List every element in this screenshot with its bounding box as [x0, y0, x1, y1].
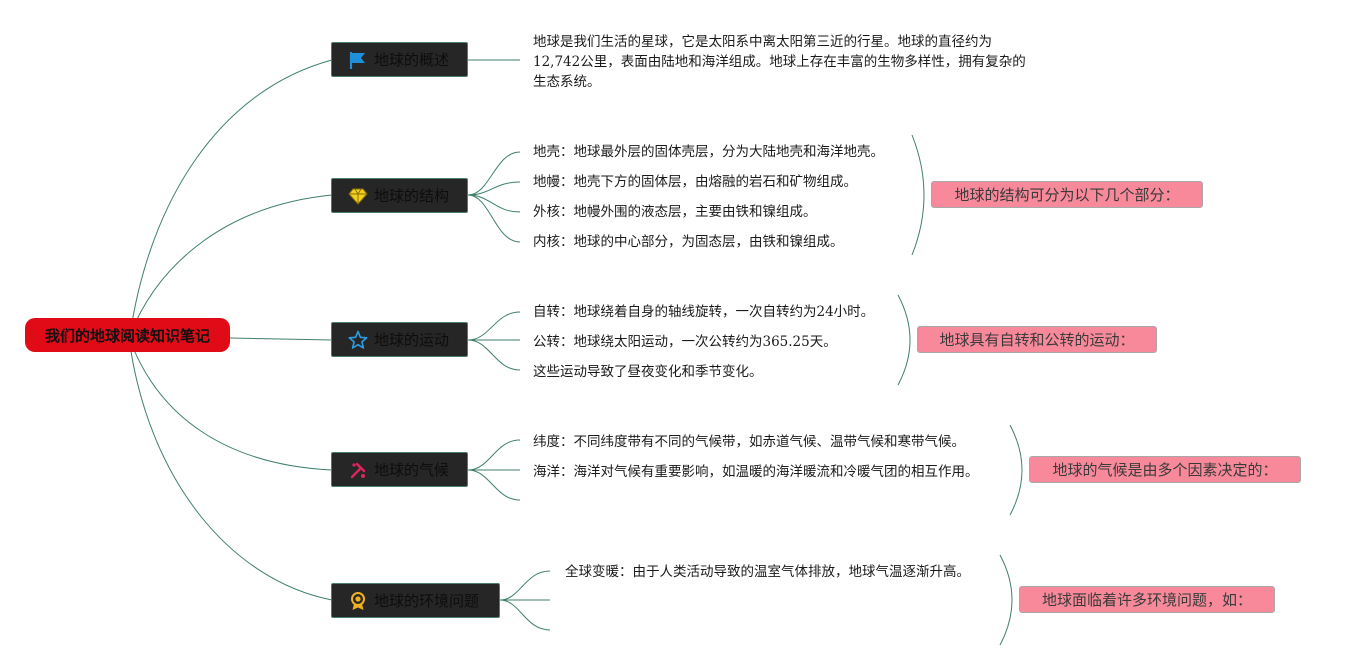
bracket-motion — [897, 294, 911, 386]
topic-motion[interactable]: 地球的运动 — [331, 322, 468, 357]
topic-structure[interactable]: 地球的结构 — [331, 178, 468, 213]
bracket-environment — [999, 554, 1013, 646]
environment-summary-note[interactable]: 地球面临着许多环境问题，如： — [1019, 586, 1275, 613]
motion-item-effects[interactable]: 这些运动导致了昼夜变化和季节变化。 — [533, 364, 763, 380]
link-climate-1 — [467, 439, 521, 471]
motion-item-rotation[interactable]: 自转：地球绕着自身的轴线旋转，一次自转约为24小时。 — [533, 304, 875, 320]
link-structure-3 — [467, 194, 521, 213]
award-icon — [348, 591, 368, 611]
link-root-structure — [129, 194, 333, 336]
link-climate-3 — [467, 469, 521, 501]
topic-label: 地球的环境问题 — [374, 592, 480, 610]
climate-item-latitude[interactable]: 纬度：不同纬度带有不同的气候带，如赤道气候、温带气候和寒带气候。 — [533, 434, 965, 450]
topic-environment[interactable]: 地球的环境问题 — [331, 583, 500, 618]
topic-label: 地球的概述 — [374, 51, 450, 69]
link-root-climate — [129, 339, 333, 471]
overview-text[interactable]: 地球是我们生活的星球，它是太阳系中离太阳第三近的行星。地球的直径约为12,742… — [533, 34, 1026, 90]
structure-item-inner-core[interactable]: 内核：地球的中心部分，为固态层，由铁和镍组成。 — [533, 234, 844, 250]
motion-item-revolution[interactable]: 公转：地球绕太阳运动，一次公转约为365.25天。 — [533, 334, 837, 350]
tools-icon — [348, 460, 368, 480]
topic-label: 地球的运动 — [374, 331, 450, 349]
link-root-overview — [129, 59, 333, 336]
link-structure-2 — [467, 181, 521, 196]
bracket-structure — [911, 134, 925, 256]
link-env-1 — [499, 570, 551, 601]
link-structure-1 — [467, 151, 521, 196]
diamond-icon — [348, 186, 368, 206]
structure-item-crust[interactable]: 地壳：地球最外层的固体壳层，分为大陆地壳和海洋地壳。 — [533, 144, 884, 160]
link-root-environment — [129, 344, 333, 601]
link-env-3 — [499, 599, 551, 631]
link-motion-3 — [467, 339, 521, 371]
motion-summary-note[interactable]: 地球具有自转和公转的运动： — [917, 326, 1157, 353]
bracket-climate — [1009, 424, 1023, 516]
structure-summary-note[interactable]: 地球的结构可分为以下几个部分： — [931, 181, 1203, 208]
link-root-motion — [229, 337, 333, 341]
structure-item-outer-core[interactable]: 外核：地幔外围的液态层，主要由铁和镍组成。 — [533, 204, 817, 220]
root-topic[interactable]: 我们的地球阅读知识笔记 — [25, 318, 230, 352]
climate-summary-note[interactable]: 地球的气候是由多个因素决定的： — [1029, 456, 1301, 483]
flag-icon — [348, 50, 368, 70]
environment-item-warming[interactable]: 全球变暖：由于人类活动导致的温室气体排放，地球气温逐渐升高。 — [565, 564, 970, 580]
topic-overview[interactable]: 地球的概述 — [331, 42, 468, 77]
topic-label: 地球的结构 — [374, 187, 450, 205]
topic-label: 地球的气候 — [374, 461, 450, 479]
link-structure-4 — [467, 194, 521, 243]
topic-climate[interactable]: 地球的气候 — [331, 452, 468, 487]
structure-item-mantle[interactable]: 地幔：地壳下方的固体层，由熔融的岩石和矿物组成。 — [533, 174, 857, 190]
link-motion-1 — [467, 311, 521, 341]
climate-item-ocean[interactable]: 海洋：海洋对气候有重要影响，如温暖的海洋暖流和冷暖气团的相互作用。 — [533, 464, 979, 480]
star-icon — [348, 330, 368, 350]
